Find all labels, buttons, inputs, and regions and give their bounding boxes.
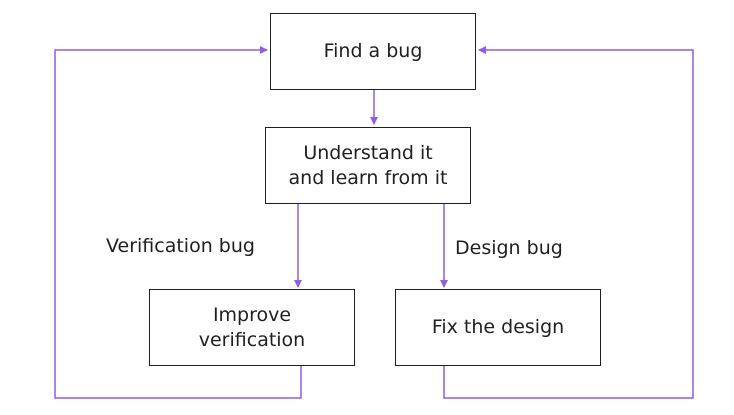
- node-improve-verification: Improve verification: [149, 289, 355, 366]
- loop-improve-to-find: [54, 46, 302, 399]
- edge-label-verification-bug: Verification bug: [106, 235, 255, 257]
- node-label: Find a bug: [323, 40, 423, 62]
- loop-fix-to-find: [443, 46, 694, 399]
- node-label: Fix the design: [431, 316, 565, 338]
- edge-label-design-bug: Design bug: [455, 237, 563, 259]
- node-label-line-2: verification: [198, 328, 306, 351]
- node-label-line-1: Improve: [212, 303, 292, 326]
- node-label-line-1: Understand it: [303, 141, 433, 164]
- node-fix-the-design: Fix the design: [395, 289, 601, 366]
- node-find-a-bug: Find a bug: [270, 13, 476, 90]
- node-label-line-2: and learn from it: [288, 166, 448, 189]
- node-understand-it: Understand it and learn from it: [265, 127, 471, 204]
